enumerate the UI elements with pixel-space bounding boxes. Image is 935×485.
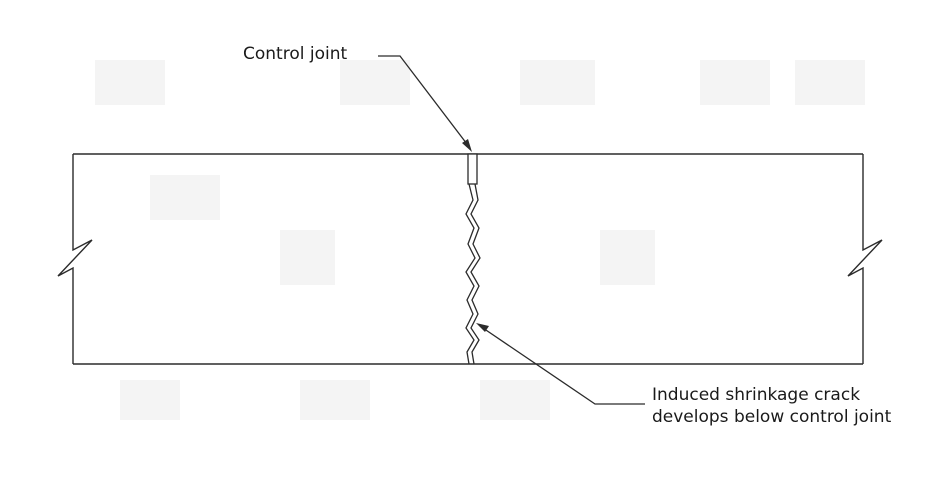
crack-arrowhead [476, 323, 489, 332]
control-joint-arrowhead [462, 139, 472, 152]
right-break-line [847, 154, 883, 364]
crack-label: Induced shrinkage crack develops below c… [652, 384, 891, 428]
crack-label-line-2: develops below control joint [652, 407, 892, 427]
crack-leader [479, 325, 645, 405]
left-break-line [57, 154, 93, 364]
control-joint-leader [378, 55, 471, 149]
crack-label-line-1: Induced shrinkage crack [652, 385, 861, 405]
shrinkage-crack-right [470, 183, 481, 365]
control-joint-cut [467, 153, 478, 185]
faint-background-marks [95, 60, 865, 420]
shrinkage-crack-left [465, 183, 476, 365]
control-joint-label: Control joint [243, 44, 348, 64]
